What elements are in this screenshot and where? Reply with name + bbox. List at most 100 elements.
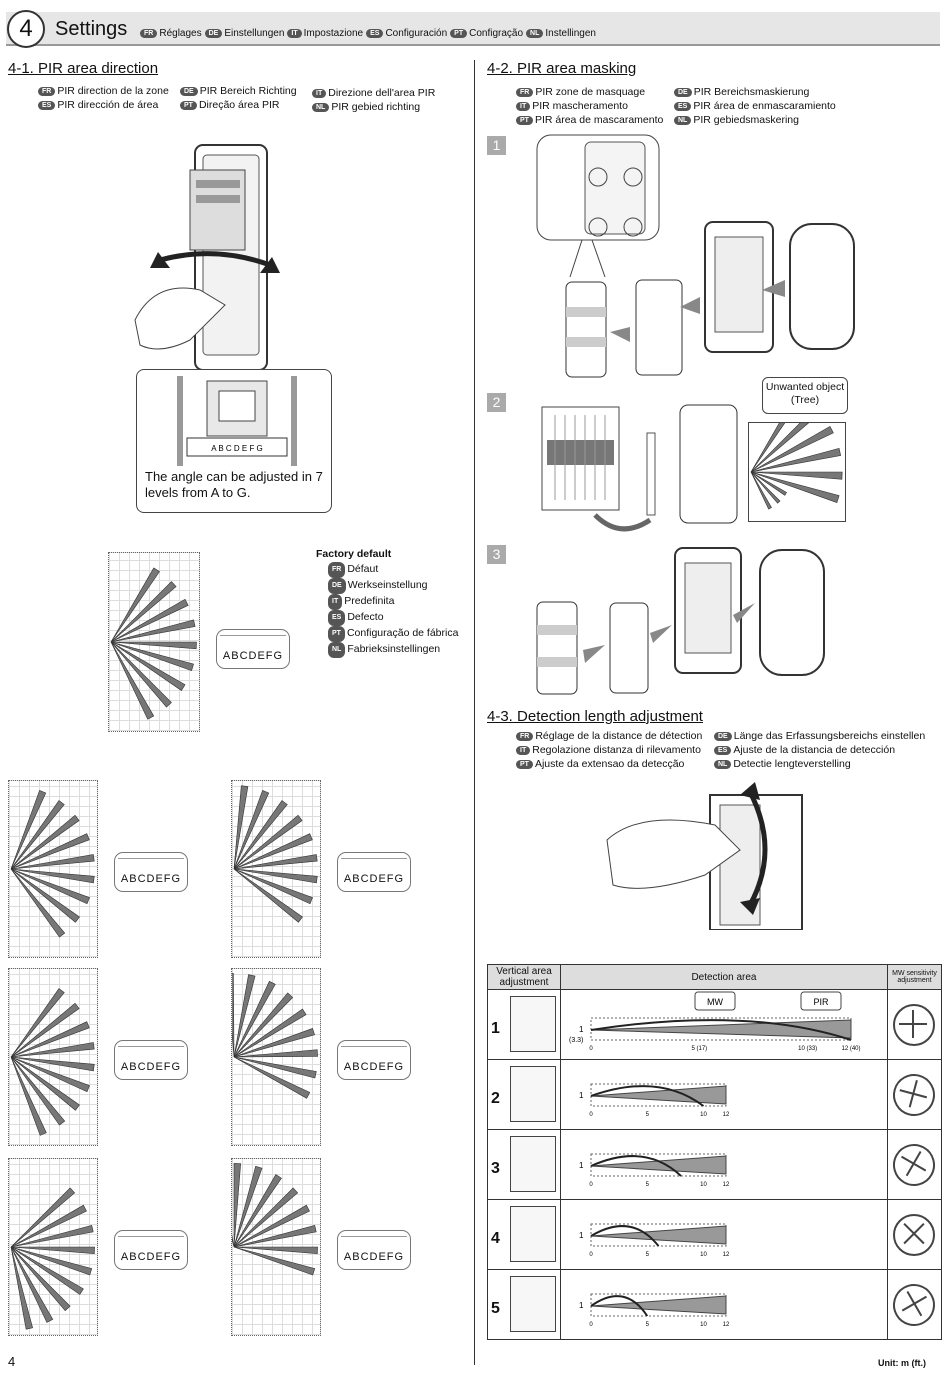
dial-letters: ABCDEFG (343, 1061, 405, 1073)
pir-beam (110, 641, 194, 672)
dial-letters: ABCDEFG (343, 873, 405, 885)
step-2-illustration (541, 404, 738, 532)
pir-beam (233, 1163, 242, 1248)
pir-beam (10, 1204, 87, 1248)
step-2-badge: 2 (487, 393, 506, 412)
pir-beam (110, 641, 155, 720)
callout-box (694, 991, 736, 1011)
translation-text: Configuração de fábrica (346, 627, 459, 639)
pir-beam (10, 868, 90, 905)
dial-letters: ABCDEFG (120, 873, 182, 885)
pir-beam (10, 854, 95, 870)
x-tick-label: 10 (700, 1252, 707, 1258)
pir-beam (110, 641, 197, 650)
unwanted-label: Unwanted object (Tree) (765, 381, 845, 406)
pir-beam (10, 1246, 71, 1312)
pir-pattern-chart (231, 968, 321, 1146)
callout-text: The angle can be adjusted in 7 levels fr… (145, 469, 323, 500)
page-number: 4 (8, 1354, 16, 1369)
pir-beam (10, 1056, 47, 1136)
pir-beam (10, 1002, 80, 1058)
pir-beam (233, 868, 313, 905)
pir-beam (233, 1224, 317, 1248)
pir-beam (233, 1008, 307, 1058)
dial-letters: ABCDEFG (120, 1251, 182, 1263)
pir-beam (10, 1246, 93, 1276)
col-detection-header: Detection area (559, 964, 888, 990)
pir-beam (233, 1028, 315, 1058)
page-title: Settings (55, 18, 128, 40)
svg-text:A B C D E F G: A B C D E F G (211, 444, 263, 453)
pir-beam (750, 471, 772, 510)
pir-beam (750, 471, 843, 480)
pir-beam (233, 1187, 299, 1248)
level-number: 5 (491, 1300, 500, 1317)
pir-beam (233, 800, 288, 870)
mw-callout-label: MW (707, 997, 723, 1007)
mw-sensitivity-knob-icon (884, 1204, 945, 1265)
y-label: 1 (579, 1091, 584, 1100)
language-badge: DE (328, 578, 346, 594)
x-tick-label: 5 (646, 1112, 650, 1118)
mw-sensitivity-knob-icon (893, 1003, 936, 1046)
dial-letters: ABCDEFG (120, 1061, 182, 1073)
direction-dial: ABCDEFG (114, 1230, 188, 1270)
default-dial: ABCDEFG (216, 629, 290, 669)
x-tick-label: 0 (589, 1182, 593, 1188)
y-label: 1 (579, 1161, 584, 1170)
direction-dial: ABCDEFG (337, 1040, 411, 1080)
direction-dial: ABCDEFG (337, 852, 411, 892)
x-tick-label: 12 (723, 1182, 730, 1188)
factory-default-title: Factory default (316, 548, 392, 560)
pir-beam (10, 833, 90, 870)
language-badge: ES (328, 610, 346, 626)
pir-beam (233, 974, 256, 1058)
pir-beam (750, 471, 840, 503)
pir-beam (10, 1246, 95, 1255)
pir-beam (232, 1234, 235, 1248)
translation-text: Défaut (347, 563, 379, 575)
x-tick-label: 5 (646, 1322, 650, 1328)
x-tick-label: 5 (17) (691, 1046, 707, 1052)
pir-pattern-chart (8, 968, 98, 1146)
length-adjust-illustration (606, 782, 803, 930)
pir-beam (10, 1042, 95, 1058)
vertical-adjust-cell: 1 (487, 989, 561, 1060)
y-label: 1 (579, 1231, 584, 1240)
mw-area (590, 1295, 649, 1317)
vertical-setting-icon (510, 1276, 556, 1332)
vertical-adjust-cell: 5 (487, 1269, 561, 1340)
pir-beam (10, 868, 80, 923)
pir-beam (10, 1056, 90, 1093)
pir-beam (750, 471, 787, 496)
pir-area (590, 1295, 727, 1315)
language-badge: IT (328, 594, 343, 610)
x-tick-label: 5 (646, 1252, 650, 1258)
pir-beam (10, 814, 80, 870)
level-number: 4 (491, 1230, 500, 1247)
vertical-adjust-cell: 4 (487, 1199, 561, 1270)
step-1-badge: 1 (487, 136, 506, 155)
dial-letters: ABCDEFG (343, 1251, 405, 1263)
mw-area (590, 1085, 705, 1107)
